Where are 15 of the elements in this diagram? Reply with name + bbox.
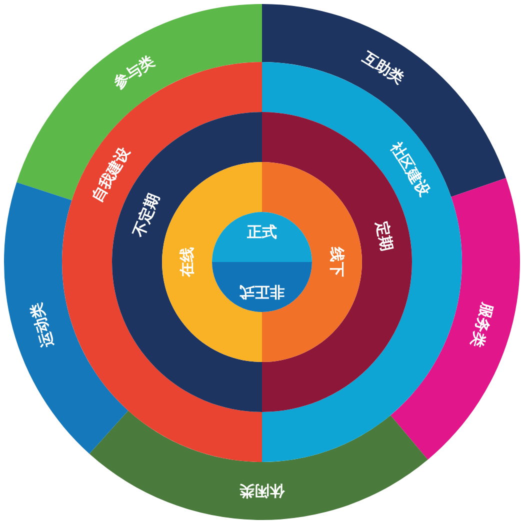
segment-label: 正式 [247, 223, 277, 241]
ring-segment [89, 410, 428, 520]
segment-label: 定期 [372, 219, 396, 253]
segment-label: 社区建设 [386, 139, 434, 200]
segment-label: 在线 [178, 247, 196, 277]
circle-half [212, 262, 312, 312]
circle-half [212, 212, 312, 262]
segment-label: 参与类 [110, 52, 158, 92]
segment-label: 线下 [328, 247, 346, 277]
segment-label: 运动类 [27, 301, 57, 350]
segment-label: 非正式 [240, 283, 284, 301]
segment-label: 休闲类 [240, 482, 284, 500]
segment-label: 互助类 [360, 48, 408, 88]
ring-segment [262, 4, 506, 197]
segment-label: 服务类 [467, 301, 497, 350]
